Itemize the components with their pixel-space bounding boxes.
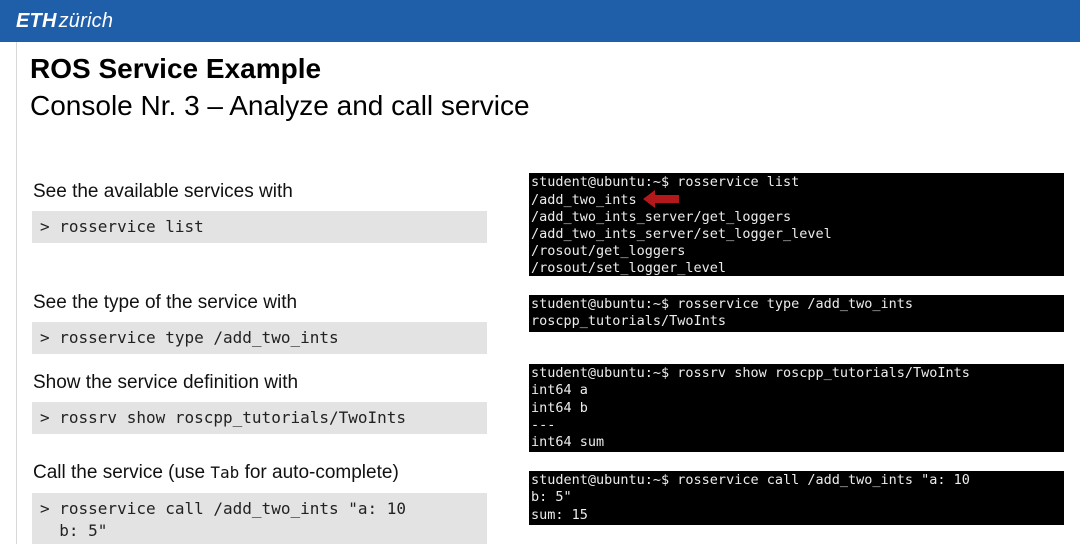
terminal-line: student@ubuntu:~$ rosservice list [531, 174, 800, 190]
terminal-line: student@ubuntu:~$ rosservice call /add_t… [531, 472, 970, 488]
terminal-line: student@ubuntu:~$ rosservice type /add_t… [531, 296, 914, 312]
step-4-command-box: > rosservice call /add_two_ints "a: 10 b… [32, 493, 487, 544]
step-4-label-before: Call the service (use [33, 462, 211, 483]
terminal-line: --- [531, 416, 556, 433]
step-4-label: Call the service (use Tab for auto-compl… [33, 461, 399, 485]
terminal-line-text: /add_two_ints [531, 192, 637, 209]
terminal-line: student@ubuntu:~$ rossrv show roscpp_tut… [531, 365, 970, 381]
step-4-label-after: for auto-complete) [239, 462, 399, 483]
terminal-line: /add_two_ints_server/set_logger_level [531, 225, 832, 242]
terminal-line: /add_two_ints_server/get_loggers [531, 208, 792, 225]
terminal-4: student@ubuntu:~$ rosservice call /add_t… [529, 471, 1064, 525]
step-1-command-box: > rosservice list [32, 211, 487, 243]
step-3-command-box: > rossrv show roscpp_tutorials/TwoInts [32, 402, 487, 434]
terminal-line: int64 b [531, 399, 588, 416]
terminal-line: /rosout/get_loggers [531, 243, 686, 260]
slide-subtitle: Console Nr. 3 – Analyze and call service [30, 90, 530, 121]
step-1-command-line: > rosservice list [40, 217, 204, 236]
step-3-command-line: > rossrv show roscpp_tutorials/TwoInts [40, 408, 407, 427]
step-4-label-key: Tab [210, 463, 240, 482]
terminal-3: student@ubuntu:~$ rossrv show roscpp_tut… [529, 364, 1064, 452]
logo-zurich-text: zürich [58, 10, 114, 32]
terminal-line-highlighted: /add_two_ints [531, 190, 1062, 209]
step-2-label: See the type of the service with [33, 292, 298, 313]
terminal-line: roscpp_tutorials/TwoInts [531, 313, 727, 330]
slide-title: ROS Service Example [30, 53, 322, 84]
slide-area [16, 42, 1080, 544]
terminal-line: /rosout/set_logger_level [531, 260, 727, 276]
terminal-2: student@ubuntu:~$ rosservice type /add_t… [529, 295, 1064, 332]
step-3-label: Show the service definition with [33, 372, 299, 393]
terminal-1: student@ubuntu:~$ rosservice list/add_tw… [529, 173, 1064, 276]
terminal-line: int64 a [531, 382, 588, 399]
terminal-line: sum: 15 [531, 506, 588, 523]
step-2-command-line: > rosservice type /add_two_ints [40, 328, 339, 347]
header-bar [0, 0, 1080, 42]
step-4-command-line: b: 5" [40, 521, 108, 540]
step-4-command-line: > rosservice call /add_two_ints "a: 10 [40, 499, 407, 518]
logo-eth-text: ETH [16, 10, 57, 32]
terminal-line: b: 5" [531, 489, 572, 506]
terminal-line: int64 sum [531, 434, 605, 451]
step-1-label: See the available services with [33, 181, 293, 202]
left-arrow-icon [642, 190, 679, 209]
step-2-command-box: > rosservice type /add_two_ints [32, 322, 487, 354]
